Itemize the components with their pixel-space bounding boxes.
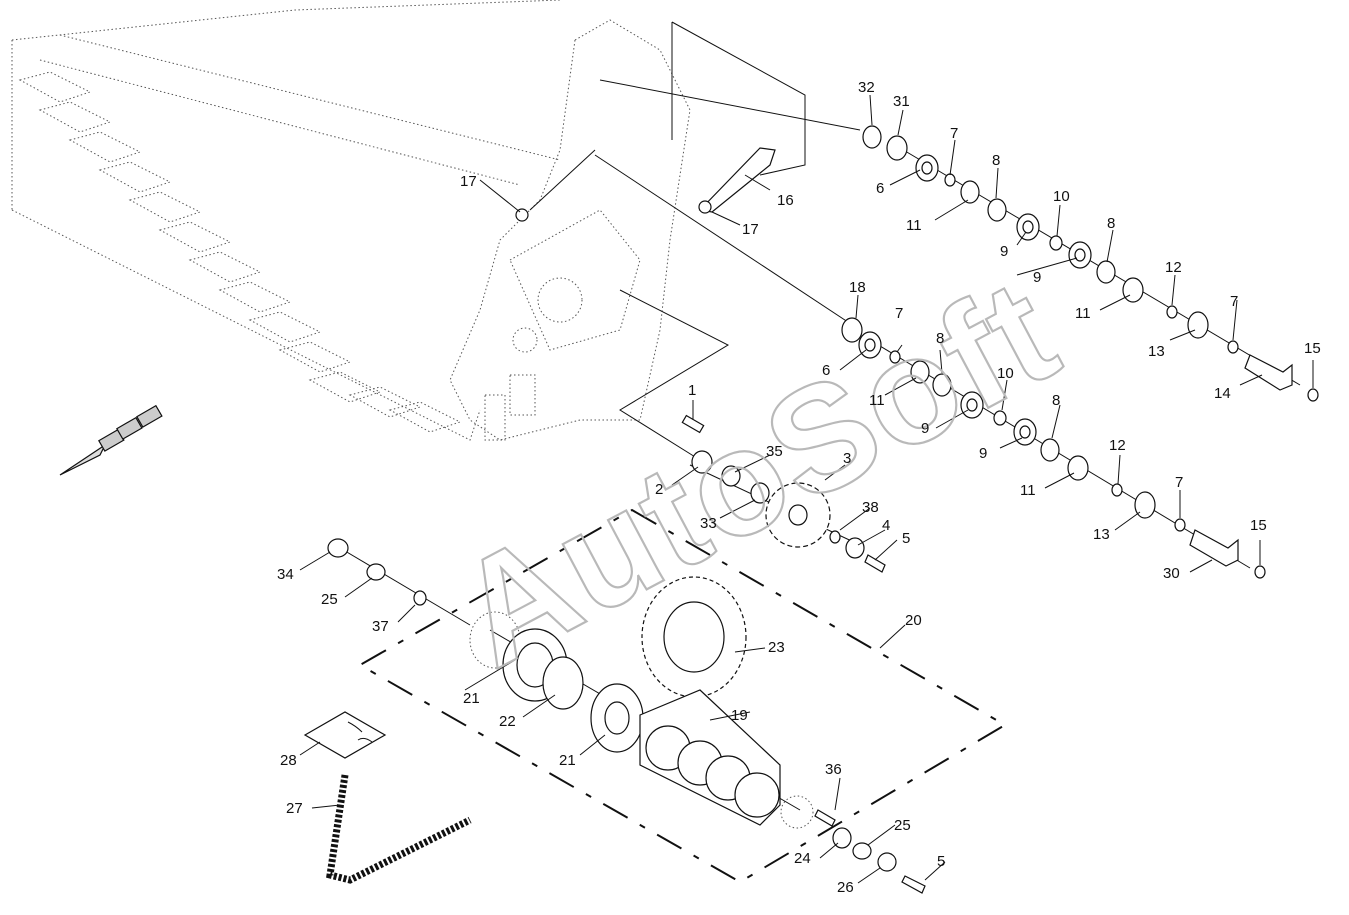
leader-lines: [299, 94, 1314, 884]
callout-36: 36: [825, 761, 842, 778]
callout-38: 38: [862, 499, 879, 516]
callout-6: 6: [876, 180, 884, 197]
middle-shaft-assembly: [841, 317, 1266, 579]
callout-31: 31: [893, 93, 910, 110]
callout-32: 32: [858, 79, 875, 96]
callout-16: 16: [777, 192, 794, 209]
callout-20: 20: [905, 612, 922, 629]
callout-27: 27: [286, 800, 303, 817]
callout-13: 13: [1093, 526, 1110, 543]
callout-15: 15: [1304, 340, 1321, 357]
slip-clutch-group: [327, 538, 926, 894]
callout-12: 12: [1165, 259, 1182, 276]
callout-17: 17: [742, 221, 759, 238]
callout-34: 34: [277, 566, 294, 583]
callout-9: 9: [979, 445, 987, 462]
callout-7: 7: [1230, 293, 1238, 310]
cutter-bar: [11, 0, 561, 441]
callout-4: 4: [882, 517, 890, 534]
callout-35: 35: [766, 443, 783, 460]
callout-22: 22: [499, 713, 516, 730]
watermark: AutoSoft: [431, 246, 1083, 699]
callout-9: 9: [1000, 243, 1008, 260]
callout-21: 21: [559, 752, 576, 769]
callout-8: 8: [936, 330, 944, 347]
callout-24: 24: [794, 850, 811, 867]
callout-5: 5: [902, 530, 910, 547]
callout-7: 7: [950, 125, 958, 142]
callout-28: 28: [280, 752, 297, 769]
callout-8: 8: [1107, 215, 1115, 232]
callout-9: 9: [1033, 269, 1041, 286]
callout-5: 5: [937, 853, 945, 870]
callout-2: 2: [655, 481, 663, 498]
upper-shaft-assembly: [515, 125, 1319, 402]
callout-15: 15: [1250, 517, 1267, 534]
callout-3: 3: [843, 450, 851, 467]
callout-9: 9: [921, 420, 929, 437]
callout-12: 12: [1109, 437, 1126, 454]
callout-23: 23: [768, 639, 785, 656]
callout-11: 11: [869, 392, 885, 409]
callout-30: 30: [1163, 565, 1180, 582]
callout-25: 25: [894, 817, 911, 834]
callout-1: 1: [688, 382, 696, 399]
chain-kit: [303, 711, 472, 884]
direction-arrow: [59, 404, 163, 476]
callout-labels: 32 31 7 8 10 8 12 7 15 6 11 9 9 11 13 14…: [277, 79, 1321, 896]
callout-11: 11: [906, 217, 922, 234]
callout-13: 13: [1148, 343, 1165, 360]
callout-8: 8: [992, 152, 1000, 169]
callout-7: 7: [1175, 474, 1183, 491]
callout-11: 11: [1075, 305, 1091, 322]
callout-6: 6: [822, 362, 830, 379]
callout-26: 26: [837, 879, 854, 896]
callout-8: 8: [1052, 392, 1060, 409]
callout-10: 10: [1053, 188, 1070, 205]
callout-21: 21: [463, 690, 480, 707]
callout-18: 18: [849, 279, 866, 296]
callout-10: 10: [997, 365, 1014, 382]
callout-33: 33: [700, 515, 717, 532]
callout-19: 19: [731, 707, 748, 724]
callout-17: 17: [460, 173, 477, 190]
callout-25: 25: [321, 591, 338, 608]
callout-14: 14: [1214, 385, 1231, 402]
callout-11: 11: [1020, 482, 1036, 499]
callout-7: 7: [895, 305, 903, 322]
frame-housing: [449, 19, 691, 441]
callout-37: 37: [372, 618, 389, 635]
